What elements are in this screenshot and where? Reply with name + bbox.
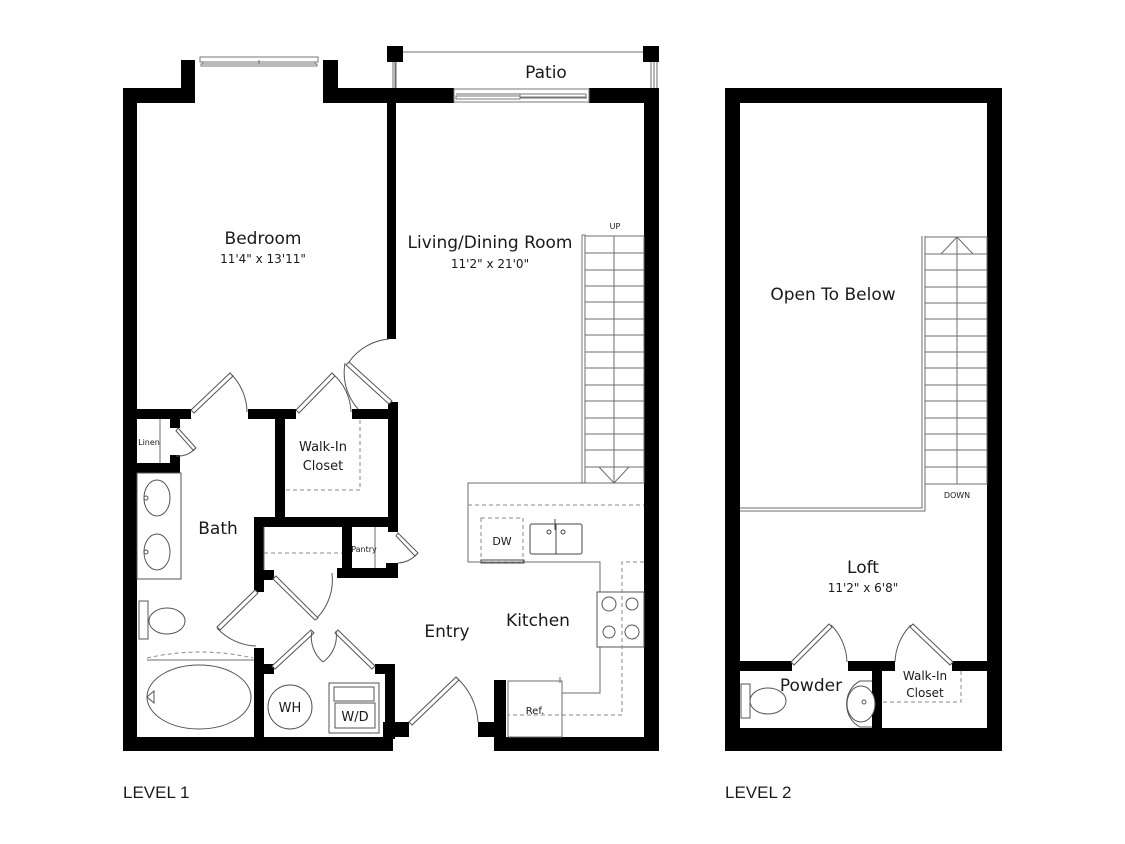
- loft-closet-shelf: [883, 671, 962, 703]
- refrigerator-label: Ref.: [526, 706, 545, 717]
- doors-level-1: [175, 338, 479, 726]
- linen-label: Linen: [138, 438, 160, 447]
- walk-in-closet-label-2: Closet: [303, 459, 344, 474]
- hall-door: [343, 338, 393, 410]
- toilet-level-1: [138, 600, 186, 640]
- toilet-level-2: [740, 683, 787, 719]
- powder-label: Powder: [780, 676, 842, 696]
- bath-door: [216, 589, 259, 647]
- entry-door: [408, 676, 479, 726]
- living-dining-label: Living/Dining Room: [408, 233, 573, 253]
- patio-area: [387, 46, 659, 93]
- stairs-up-label: UP: [610, 222, 621, 231]
- interior-walls-level-2: [740, 661, 987, 729]
- bedroom-door: [190, 372, 248, 414]
- living-dining-dims: 11'2" x 21'0": [451, 257, 529, 271]
- kitchen-label: Kitchen: [506, 611, 570, 631]
- powder-door: [790, 623, 848, 666]
- pantry-door: [395, 532, 419, 564]
- kitchen-counters: [467, 482, 645, 738]
- refrigerator: [507, 680, 563, 738]
- linen-door: [175, 427, 197, 457]
- stairs-level-2: [924, 236, 988, 485]
- laundry-bifold-doors: [271, 629, 376, 670]
- open-to-below-label: Open To Below: [770, 285, 895, 305]
- entry-label: Entry: [424, 622, 469, 642]
- hall-closet-door: [272, 572, 333, 621]
- walk-in-closet-label-l2-2: Closet: [906, 686, 944, 700]
- level-2-plan: Open To Below DOWN Loft 11'2" x 6'8" Pow…: [725, 88, 1002, 751]
- walk-in-closet-door: [295, 372, 352, 414]
- exterior-walls: [123, 60, 659, 751]
- dishwasher: [480, 517, 524, 563]
- loft-label: Loft: [847, 558, 879, 578]
- dishwasher-label: DW: [492, 535, 511, 548]
- level-1-caption: LEVEL 1: [123, 783, 189, 802]
- interior-walls: [137, 103, 398, 739]
- level-1-plan: Patio Bedroom 11'4" x 13'11" Living/Dini…: [123, 46, 659, 751]
- pantry-label: Pantry: [351, 545, 377, 554]
- stairs-level-1: [581, 234, 645, 484]
- washer-dryer-label: W/D: [341, 710, 368, 725]
- closet-shelf: [286, 420, 361, 491]
- patio-post-right: [643, 46, 659, 62]
- bathtub: [146, 651, 254, 730]
- walk-in-closet-label-1: Walk-In: [299, 440, 347, 455]
- bedroom-window: [199, 56, 319, 67]
- washer-dryer: [328, 682, 380, 734]
- water-heater-label: WH: [279, 701, 302, 716]
- patio-label: Patio: [525, 63, 567, 83]
- patio-sliding-door: [453, 88, 590, 103]
- loft-dims: 11'2" x 6'8": [828, 581, 899, 595]
- bath-vanity: [136, 472, 182, 580]
- stairs-down-label: DOWN: [944, 491, 970, 500]
- walk-in-closet-label-l2-1: Walk-In: [903, 669, 947, 683]
- powder-sink: [846, 680, 876, 728]
- exterior-walls-level-2: [725, 88, 1002, 751]
- open-to-below-railing: [740, 236, 926, 512]
- walk-in-closet-door-level-2: [894, 623, 954, 666]
- bedroom-dims: 11'4" x 13'11": [220, 252, 306, 266]
- level-2-caption: LEVEL 2: [725, 783, 791, 802]
- patio-post-left: [387, 46, 403, 62]
- bedroom-label: Bedroom: [225, 229, 302, 249]
- water-heater: [267, 684, 313, 730]
- bath-label: Bath: [198, 519, 238, 539]
